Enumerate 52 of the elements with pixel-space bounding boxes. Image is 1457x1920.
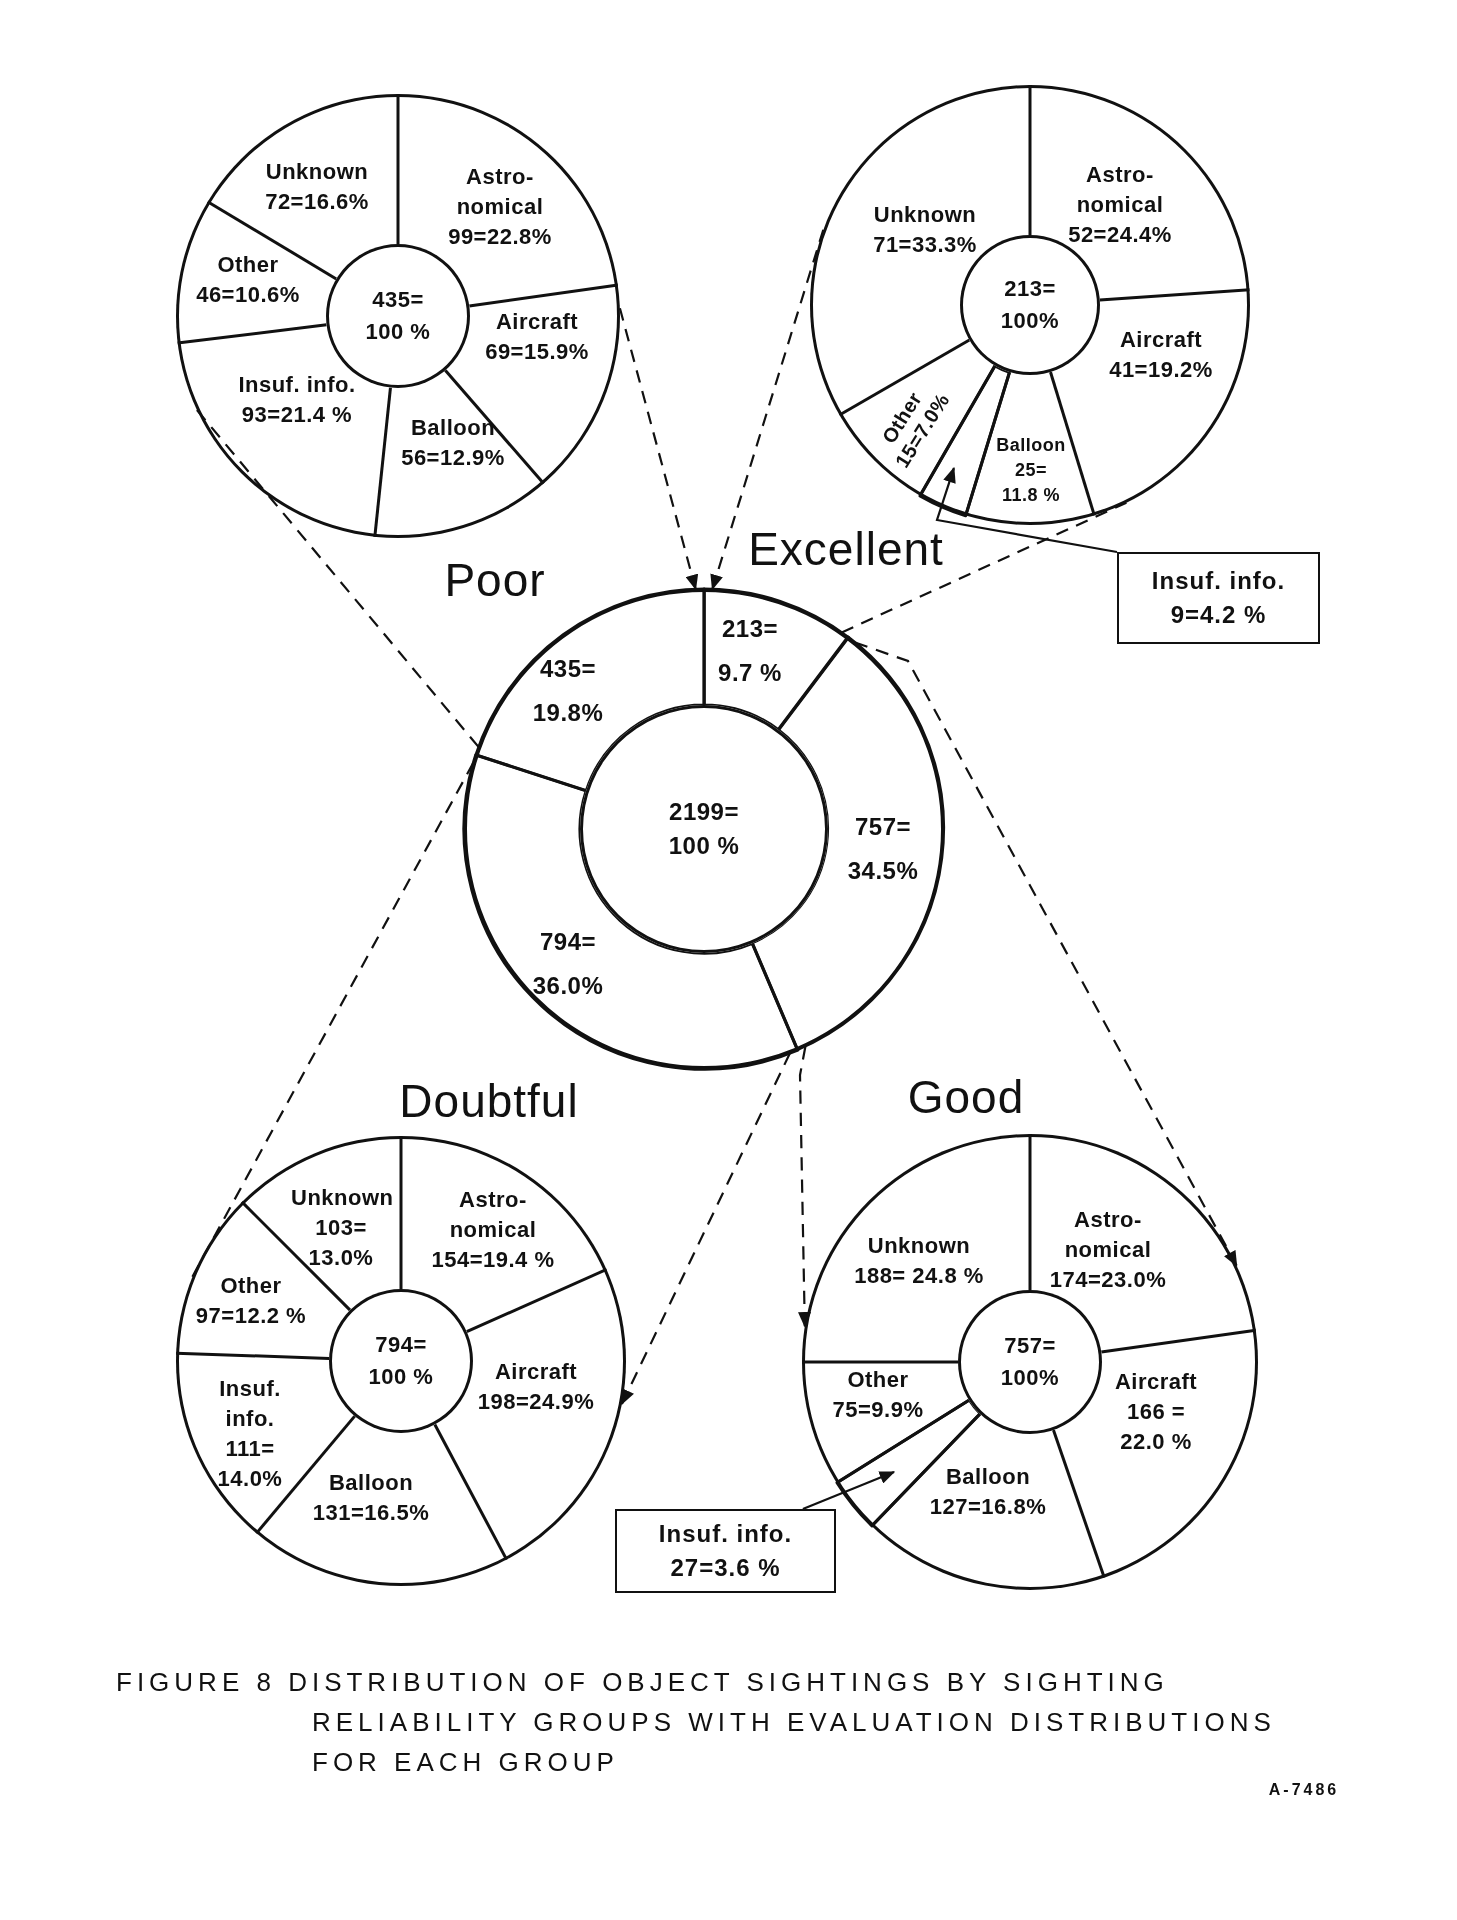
slice-label: Other 75=9.9% — [818, 1365, 938, 1425]
total-label: 757= 100% — [999, 1332, 1061, 1392]
callout-label: Insuf. info. 9=4.2 % — [1150, 566, 1287, 630]
leader-line — [935, 466, 1118, 554]
slice-label: Insuf. info. 93=21.4 % — [234, 370, 360, 430]
slice-label: Astro- nomical 174=23.0% — [1035, 1205, 1181, 1295]
slice-label: Other 97=12.2 % — [191, 1271, 311, 1331]
pie-slice — [462, 752, 800, 1071]
callout-label: Insuf. info. 27=3.6 % — [657, 1519, 794, 1583]
group-heading: Excellent — [748, 522, 944, 576]
pie-chart — [176, 94, 620, 538]
slice-label: Unknown 72=16.6% — [247, 157, 387, 217]
group-heading: Poor — [444, 553, 546, 607]
pie-slice — [750, 635, 946, 1052]
slice-label: Insuf. info. 111= 14.0% — [205, 1374, 295, 1494]
leader-line — [802, 1471, 896, 1510]
dashed-connector — [618, 308, 699, 591]
slice-label: Aircraft 198=24.9% — [466, 1357, 606, 1417]
group-heading: Good — [907, 1070, 1025, 1124]
pie-chart — [176, 1136, 626, 1586]
slice-label: Aircraft 69=15.9% — [472, 307, 602, 367]
callout-box — [1117, 552, 1320, 644]
slice-label: Aircraft 166 = 22.0 % — [1108, 1367, 1204, 1457]
dashed-connector — [710, 229, 825, 591]
slice-label: Astro- nomical 52=24.4% — [1045, 160, 1195, 250]
total-label: 435= 100 % — [364, 286, 432, 346]
slice-label: Unknown 103= 13.0% — [291, 1183, 391, 1273]
dashed-connector — [841, 501, 1127, 634]
slice-label: Astro- nomical 99=22.8% — [425, 162, 575, 252]
slice-label: Aircraft 41=19.2% — [1096, 325, 1226, 385]
slice-label: 213= 9.7 % — [717, 614, 783, 688]
figure-caption: FIGURE 8 DISTRIBUTION OF OBJECT SIGHTINGS BY SIGHTING RELIABILITY GROUPS WITH EVALUATION DISTRIBUTIONS FOR EACH GROUP — [116, 1666, 1277, 1779]
slice-label: 757= 34.5% — [846, 812, 920, 886]
slice-label: Unknown 71=33.3% — [850, 200, 1000, 260]
slice-label: Astro- nomical 154=19.4 % — [418, 1185, 568, 1275]
slice-label: Balloon 56=12.9% — [393, 413, 513, 473]
slice-label: 794= 36.0% — [531, 927, 605, 1001]
total-label: 2199= 100 % — [667, 797, 741, 861]
pie-chart — [810, 85, 1250, 525]
group-heading: Doubtful — [399, 1074, 579, 1128]
callout-box — [615, 1509, 836, 1593]
slice-label: Balloon 131=16.5% — [301, 1468, 441, 1528]
total-label: 213= 100% — [999, 275, 1061, 335]
slice-label: Other 46=10.6% — [185, 250, 311, 310]
dashed-connector — [620, 1052, 791, 1406]
slice-label: 435= 19.8% — [531, 654, 605, 728]
total-label: 794= 100 % — [367, 1331, 435, 1391]
slice-label: Unknown 188= 24.8 % — [854, 1231, 984, 1291]
slice-label: Balloon 127=16.8% — [913, 1462, 1063, 1522]
dashed-connector — [854, 641, 1238, 1267]
figure-code: A-7486 — [1268, 1781, 1340, 1799]
slice-label: Balloon 25= 11.8 % — [995, 432, 1067, 508]
